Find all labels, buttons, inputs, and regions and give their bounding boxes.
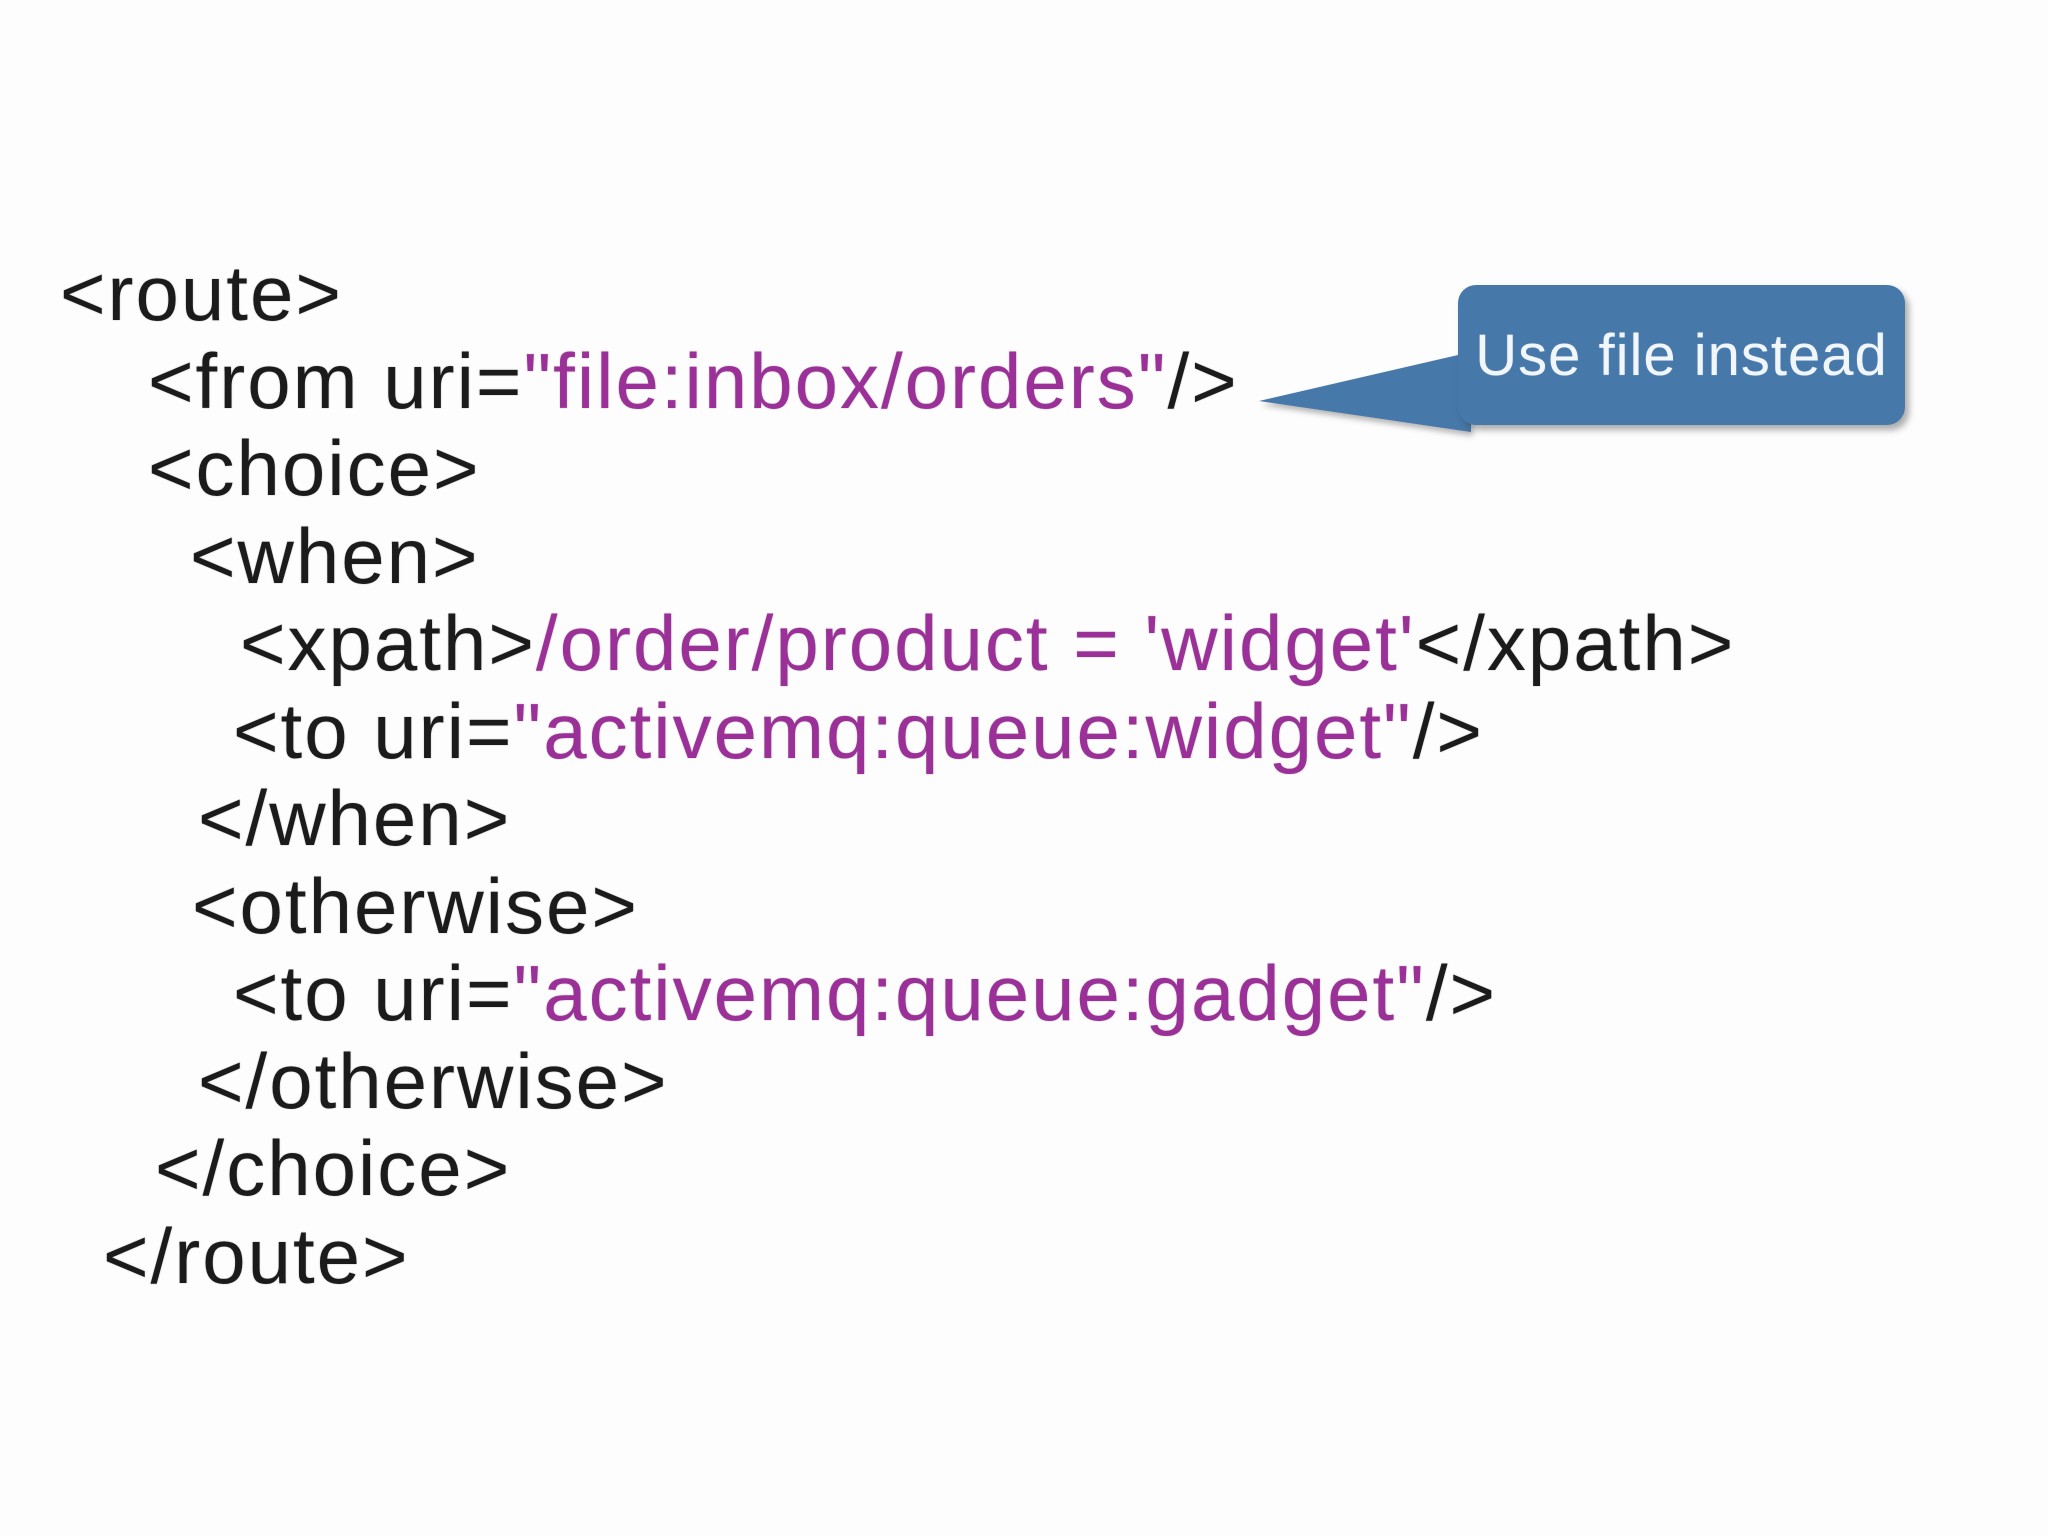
callout-arrow-icon	[1259, 352, 1471, 432]
code-segment-tag: <to uri=	[233, 949, 514, 1037]
code-segment-tag: </when>	[198, 774, 512, 862]
code-segment-tag: />	[1425, 949, 1498, 1037]
code-segment-value: "activemq:queue:gadget"	[513, 949, 1426, 1037]
code-segment-tag: />	[1412, 686, 1484, 775]
code-segment-value: "file:inbox/orders"	[523, 336, 1168, 425]
code-segment-tag: </route>	[103, 1211, 410, 1300]
code-segment-tag: <choice>	[148, 424, 481, 512]
code-segment-tag: <route>	[60, 249, 343, 337]
code-line: </route>	[0, 1211, 2048, 1301]
code-segment-tag: </choice>	[155, 1124, 512, 1212]
code-segment-value: "activemq:queue:widget"	[513, 686, 1413, 775]
code-line: </choice>	[0, 1124, 2048, 1213]
xml-code-block: <route><from uri="file:inbox/orders"/><c…	[0, 249, 2048, 1301]
code-segment-tag: <from uri=	[148, 336, 524, 425]
code-line: <when>	[0, 511, 2048, 601]
code-segment-tag: />	[1167, 336, 1239, 425]
callout-text: Use file instead	[1475, 322, 1888, 388]
code-line: <route>	[0, 249, 2048, 338]
code-segment-tag: <otherwise>	[192, 861, 639, 950]
code-segment-tag: </xpath>	[1415, 599, 1736, 687]
code-line: <xpath>/order/product = 'widget'</xpath>	[0, 599, 2048, 688]
code-segment-tag: </otherwise>	[198, 1036, 669, 1125]
code-segment-tag: <xpath>	[240, 599, 536, 687]
code-segment-tag: <when>	[190, 511, 480, 600]
code-segment-value: /order/product = 'widget'	[535, 599, 1416, 687]
code-line: <otherwise>	[0, 861, 2048, 951]
code-line: </when>	[0, 774, 2048, 863]
code-line: </otherwise>	[0, 1036, 2048, 1126]
code-line: <to uri="activemq:queue:gadget"/>	[0, 949, 2048, 1038]
code-line: <to uri="activemq:queue:widget"/>	[0, 686, 2048, 776]
code-segment-tag: <to uri=	[233, 686, 514, 775]
callout: Use file instead	[1458, 285, 1905, 425]
code-line: <choice>	[0, 424, 2048, 513]
code-line: <from uri="file:inbox/orders"/>	[0, 336, 2048, 426]
